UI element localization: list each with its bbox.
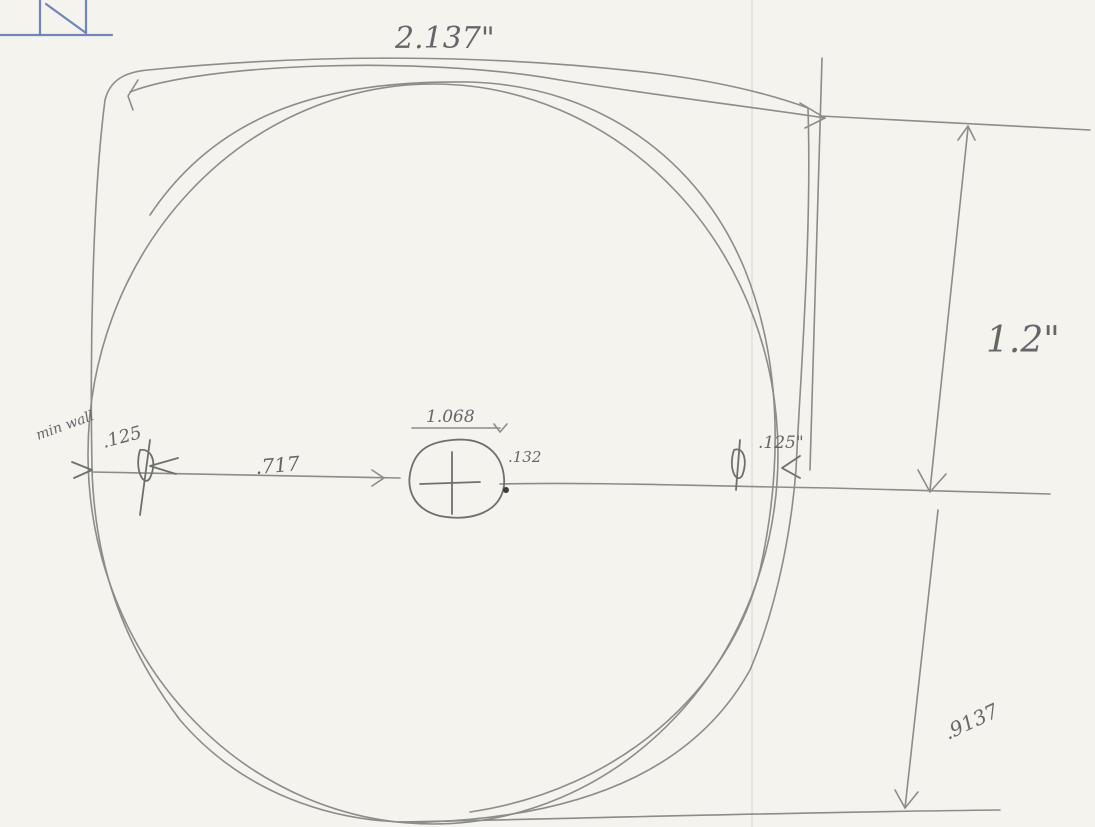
- hole-diameter-label: 1.068: [426, 407, 475, 427]
- lower-arrow-bottom: [894, 789, 919, 809]
- hole-diameter-arrow: [493, 423, 508, 433]
- height-dimension-line: [929, 127, 969, 491]
- min-wall-label: min wall: [34, 408, 96, 444]
- right-wall-arrow: [781, 455, 801, 479]
- center-hole: [408, 438, 505, 519]
- right-witness-line: [809, 57, 823, 471]
- left-wall-arrow: [71, 461, 93, 479]
- left-wall-label: .125: [100, 422, 144, 453]
- right-hole-mark: [730, 439, 746, 491]
- bottom-height-label: .9137: [940, 698, 1002, 744]
- center-hole-cross-h: [419, 481, 481, 485]
- outer-profile-outline: [90, 57, 810, 824]
- right-wall-label: .125": [758, 433, 804, 453]
- inner-circle: [87, 83, 779, 825]
- offset-arrow: [371, 469, 385, 487]
- right-height-label: 1.2": [986, 320, 1060, 361]
- inner-circle-trace: [149, 81, 776, 813]
- height-arrow-top: [957, 125, 976, 141]
- height-arrow-bottom: [917, 469, 947, 493]
- left-wall-arrow-inner: [149, 457, 179, 475]
- top-dimension-arrow-left: [127, 79, 139, 111]
- hole-inner-label: .132: [508, 448, 541, 466]
- center-hole-dot: [503, 487, 509, 493]
- height-extension-top: [819, 115, 1091, 131]
- lower-dimension-line: [904, 509, 939, 809]
- top-dimension-line: [129, 64, 826, 119]
- centerline-right: [499, 482, 1051, 495]
- centerline: [91, 471, 401, 479]
- top-dimension-arrow-right: [799, 102, 826, 129]
- bottom-extension-line: [399, 809, 1001, 823]
- left-hole-mark: [137, 439, 155, 516]
- top-width-label: 2.137": [394, 21, 495, 56]
- hole-offset-label: .717: [254, 451, 301, 479]
- stamp-mark: [0, 0, 114, 37]
